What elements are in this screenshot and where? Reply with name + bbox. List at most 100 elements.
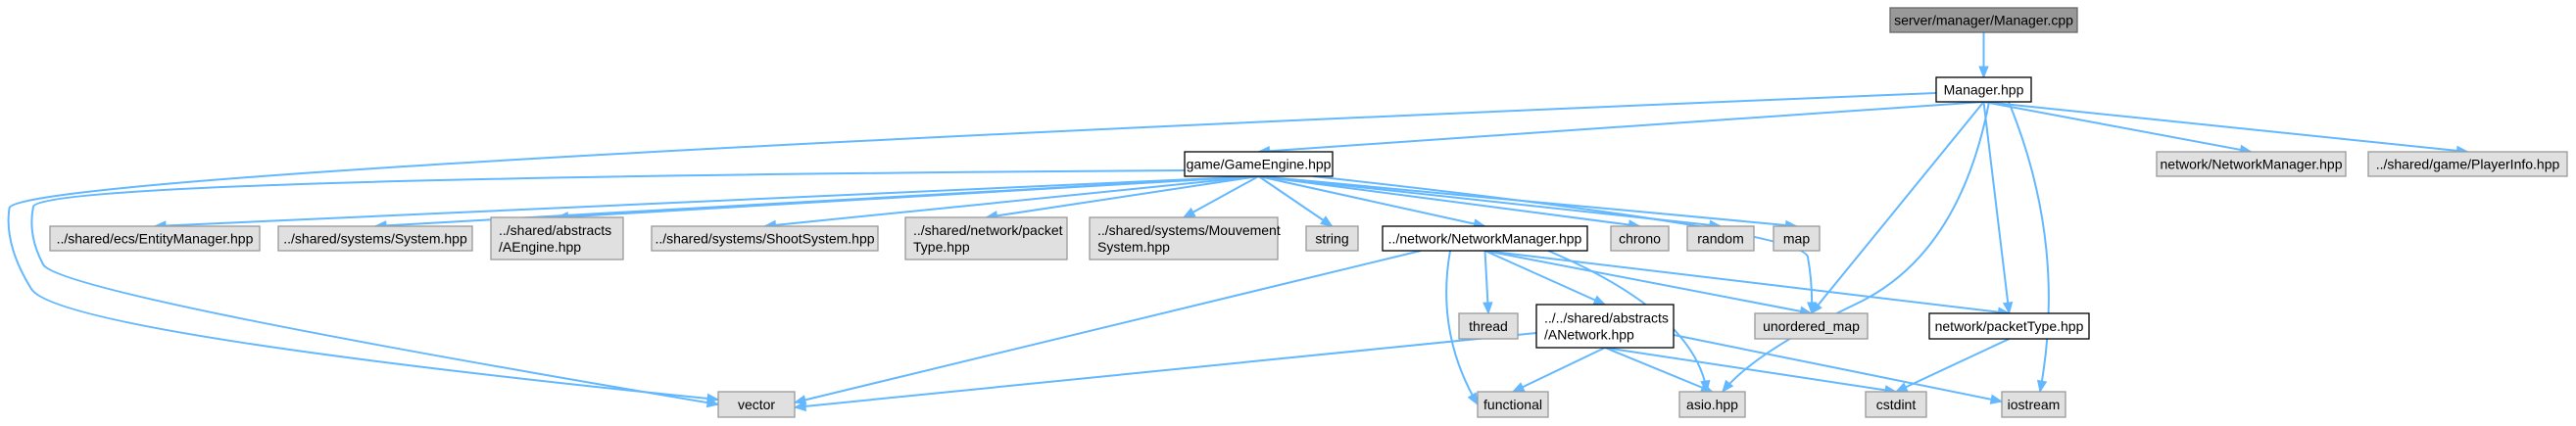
edge-line bbox=[1183, 175, 1259, 218]
edge-line bbox=[1604, 347, 1897, 393]
edge-packettype-to-cstdint bbox=[1894, 338, 2010, 393]
node-label: Type.hpp bbox=[913, 239, 970, 255]
edge-anetwork-to-asio bbox=[1604, 347, 1714, 393]
edge-line bbox=[1604, 347, 1713, 393]
edge-line bbox=[1982, 101, 2011, 314]
edge-line bbox=[794, 332, 1537, 408]
edge-arrowhead bbox=[1592, 295, 1607, 306]
edges bbox=[7, 32, 2469, 412]
node-packettype[interactable]: network/packetType.hpp bbox=[1928, 312, 2090, 340]
node-box bbox=[1865, 391, 1927, 418]
node-label: ../shared/systems/System.hpp bbox=[283, 231, 467, 247]
edge-line bbox=[1258, 175, 1640, 227]
edge-anetwork-to-functional bbox=[1511, 347, 1606, 393]
edge-line bbox=[7, 92, 1937, 401]
node-label: asio.hpp bbox=[1686, 397, 1738, 412]
node-cstdint: cstdint bbox=[1865, 391, 1927, 418]
edge-line bbox=[1258, 175, 1485, 227]
node-box bbox=[1458, 312, 1519, 340]
node-label: ../shared/systems/Mouvement bbox=[1097, 222, 1281, 238]
node-label: ../../shared/abstracts bbox=[1544, 310, 1669, 326]
edge-arrowhead bbox=[1182, 207, 1196, 218]
edge-line bbox=[30, 169, 1186, 405]
node-box bbox=[1382, 225, 1588, 252]
node-label: network/NetworkManager.hpp bbox=[2161, 157, 2343, 172]
node-label: cstdint bbox=[1876, 397, 1917, 412]
node-label: ../shared/abstracts bbox=[499, 222, 611, 238]
node-random: random bbox=[1686, 225, 1755, 252]
node-thread: thread bbox=[1458, 312, 1519, 340]
edge-arrowhead bbox=[1989, 394, 2004, 404]
edge-line bbox=[1512, 347, 1606, 393]
edge-gameengine-to-mouvement bbox=[1182, 175, 1259, 218]
node-box bbox=[277, 225, 473, 252]
edge-line bbox=[2008, 101, 2050, 393]
edge-line bbox=[1312, 175, 1814, 314]
node-asio: asio.hpp bbox=[1678, 391, 1746, 418]
edge-arrowhead bbox=[2036, 379, 2048, 394]
edge-arrowhead bbox=[1482, 302, 1493, 315]
edge-line bbox=[794, 250, 1422, 403]
edge-arrowhead bbox=[793, 401, 806, 412]
edge-arrowhead bbox=[1722, 379, 1734, 394]
edge-manager-to-unordered_map bbox=[1810, 101, 1985, 315]
edge-manager-to-gameengine bbox=[1257, 101, 1984, 157]
node-packettype-sh: ../shared/network/packetType.hpp bbox=[904, 216, 1068, 260]
node-box bbox=[1184, 151, 1334, 177]
edge-anetwork-to-vector bbox=[793, 332, 1537, 412]
node-box bbox=[490, 216, 624, 260]
node-manager[interactable]: Manager.hpp bbox=[1935, 76, 2032, 103]
node-label: game/GameEngine.hpp bbox=[1187, 157, 1332, 172]
node-iostream: iostream bbox=[2001, 391, 2066, 418]
node-functional: functional bbox=[1477, 391, 1549, 418]
node-box bbox=[1889, 7, 2078, 33]
edge-arrowhead bbox=[1511, 382, 1526, 393]
edge-netmgr-to-functional bbox=[1445, 250, 1479, 406]
node-shootsys: ../shared/systems/ShootSystem.hpp bbox=[651, 225, 879, 252]
node-label: chrono bbox=[1619, 231, 1661, 247]
node-gameengine[interactable]: game/GameEngine.hpp bbox=[1184, 151, 1334, 177]
edge-line bbox=[1983, 101, 2468, 153]
edge-line bbox=[1445, 250, 1479, 405]
edge-gameengine-to-map bbox=[1258, 175, 1798, 231]
node-unordered-map: unordered_map bbox=[1754, 312, 1869, 340]
node-vector: vector bbox=[717, 391, 796, 418]
node-box bbox=[1928, 312, 2090, 340]
edge-line bbox=[1810, 101, 1985, 314]
node-label: server/manager/Manager.cpp bbox=[1894, 13, 2073, 28]
node-box bbox=[651, 225, 879, 252]
node-chrono: chrono bbox=[1610, 225, 1670, 252]
node-label: System.hpp bbox=[1097, 239, 1170, 255]
node-box bbox=[1686, 225, 1755, 252]
edge-gameengine-to-aengine bbox=[556, 175, 1259, 222]
node-label: /ANetwork.hpp bbox=[1544, 327, 1634, 343]
edge-root-to-manager bbox=[1978, 32, 1989, 79]
node-label: ../shared/ecs/EntityManager.hpp bbox=[57, 231, 254, 247]
edge-line bbox=[1673, 334, 2003, 402]
node-label: functional bbox=[1483, 397, 1542, 412]
edge-manager-to-iostream bbox=[2008, 101, 2050, 394]
node-anetwork[interactable]: ../../shared/abstracts/ANetwork.hpp bbox=[1535, 304, 1675, 349]
edge-line bbox=[1484, 250, 1812, 314]
node-netmgr[interactable]: ../network/NetworkManager.hpp bbox=[1382, 225, 1588, 252]
edge-line bbox=[1484, 250, 1606, 306]
node-root[interactable]: server/manager/Manager.cpp bbox=[1889, 7, 2078, 33]
node-playerinfo: ../shared/game/PlayerInfo.hpp bbox=[2367, 151, 2568, 177]
node-box bbox=[1535, 304, 1675, 349]
node-netmgr-top: network/NetworkManager.hpp bbox=[2156, 151, 2347, 177]
edge-line bbox=[1895, 338, 2010, 393]
edge-manager-to-packettype bbox=[1982, 101, 2014, 315]
node-label: random bbox=[1697, 231, 1743, 247]
node-string: string bbox=[1305, 225, 1359, 252]
node-label: thread bbox=[1469, 318, 1508, 334]
edge-line bbox=[557, 175, 1259, 218]
node-label: string bbox=[1315, 231, 1348, 247]
edge-arrowhead bbox=[2002, 301, 2014, 315]
node-box bbox=[2367, 151, 2568, 177]
node-box bbox=[1089, 216, 1279, 260]
node-box bbox=[717, 391, 796, 418]
node-label: ../network/NetworkManager.hpp bbox=[1388, 231, 1582, 247]
node-label: ../shared/network/packet bbox=[913, 222, 1063, 238]
node-map: map bbox=[1773, 225, 1821, 252]
